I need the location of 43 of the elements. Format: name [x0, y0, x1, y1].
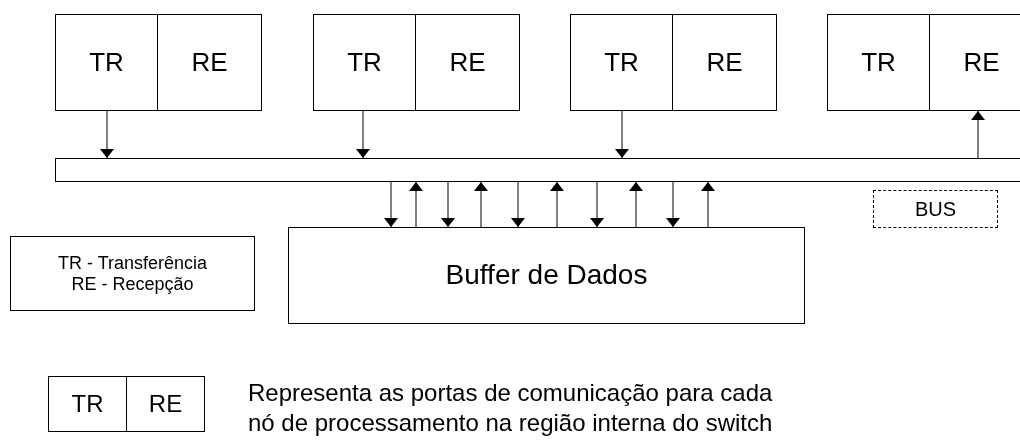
- tr-cell: [55, 14, 158, 111]
- node-text: RE: [706, 47, 743, 78]
- buffer-box: [288, 227, 805, 324]
- arrow: [631, 181, 641, 228]
- node-text: RE: [148, 390, 183, 418]
- arrow: [102, 110, 112, 159]
- re-cell: [929, 14, 1020, 111]
- node-text: TR: [861, 47, 896, 78]
- arrow: [513, 181, 523, 228]
- tr-cell: [313, 14, 416, 111]
- node-text: Buffer de Dados: [445, 259, 648, 292]
- arrow: [476, 181, 486, 228]
- arrow: [703, 181, 713, 228]
- arrow: [358, 110, 368, 159]
- node-text: RE: [963, 47, 1000, 78]
- arrow: [411, 181, 421, 228]
- arrow: [443, 181, 453, 228]
- arrow: [973, 110, 983, 159]
- arrow: [386, 181, 396, 228]
- node-text: RE: [191, 47, 228, 78]
- arrow: [617, 110, 627, 159]
- description-text: Representa as portas de comunicação para cada nó de processamento na região interna do switch: [248, 378, 774, 438]
- node-text: RE: [449, 47, 486, 78]
- arrow: [668, 181, 678, 228]
- bus-label-box: [873, 190, 998, 228]
- arrow: [592, 181, 602, 228]
- node-text: TR - Transferência: [57, 252, 207, 274]
- tr-cell: [570, 14, 673, 111]
- legend-box: [10, 236, 255, 311]
- re-cell: [157, 14, 262, 111]
- re-cell: [415, 14, 520, 111]
- node-text: TR: [604, 47, 639, 78]
- re-cell: [126, 376, 205, 432]
- node-text: TR: [71, 390, 104, 418]
- bus-bar: [55, 158, 1020, 182]
- tr-cell: [827, 14, 930, 111]
- node-text: RE - Recepção: [71, 273, 194, 295]
- re-cell: [672, 14, 777, 111]
- node-text: TR: [89, 47, 124, 78]
- tr-cell: [48, 376, 127, 432]
- arrow: [552, 181, 562, 228]
- node-text: TR: [347, 47, 382, 78]
- node-text: BUS: [914, 197, 957, 221]
